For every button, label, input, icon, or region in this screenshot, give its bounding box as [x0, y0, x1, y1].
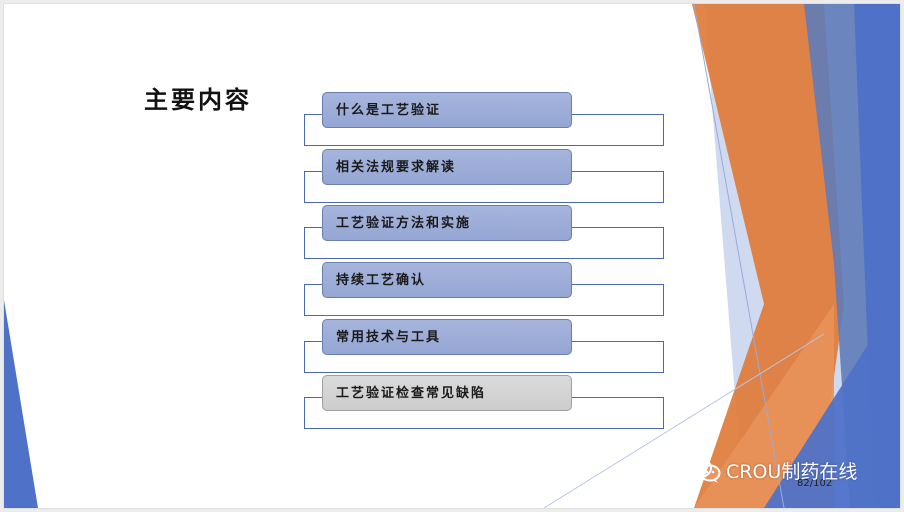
- slide-title: 主要内容: [144, 85, 252, 114]
- watermark: CROU制药在线: [684, 456, 857, 484]
- left-blue-shape: [4, 300, 38, 508]
- thin-line-2: [543, 333, 825, 508]
- wechat-icon: [686, 457, 721, 483]
- menu-item-1[interactable]: 什么是工艺验证: [304, 92, 666, 146]
- menu-item-6[interactable]: 工艺验证检查常见缺陷: [304, 375, 666, 429]
- menu-item-4[interactable]: 持续工艺确认: [304, 262, 666, 316]
- menu-item-label[interactable]: 什么是工艺验证: [322, 92, 572, 128]
- slide: 主要内容 什么是工艺验证 相关法规要求解读 工艺验证方法和实施 持续工艺确认 常…: [4, 4, 900, 508]
- menu-item-label[interactable]: 常用技术与工具: [322, 319, 572, 355]
- menu-item-label[interactable]: 相关法规要求解读: [322, 149, 572, 185]
- menu-item-2[interactable]: 相关法规要求解读: [304, 149, 666, 203]
- menu-item-5[interactable]: 常用技术与工具: [304, 319, 666, 373]
- right-bottom-blue-shape: [764, 294, 900, 508]
- menu-item-label[interactable]: 工艺验证检查常见缺陷: [322, 375, 572, 411]
- menu-item-label[interactable]: 持续工艺确认: [322, 262, 572, 298]
- watermark-text: CROU制药在线: [726, 460, 858, 483]
- page-number: 82/102: [797, 478, 833, 489]
- thin-line-1: [693, 4, 785, 508]
- decorative-shapes: [4, 4, 900, 508]
- menu-item-3[interactable]: 工艺验证方法和实施: [304, 205, 666, 259]
- menu-item-label[interactable]: 工艺验证方法和实施: [322, 205, 572, 241]
